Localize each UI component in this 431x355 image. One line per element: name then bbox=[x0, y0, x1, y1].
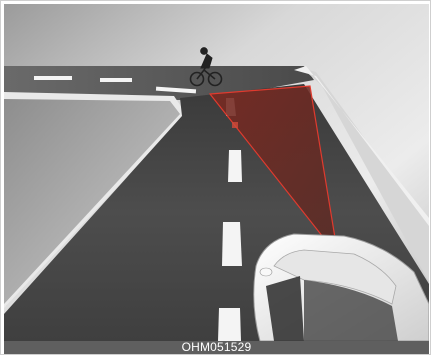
lane-dash bbox=[34, 76, 72, 80]
figure-caption-bar: OHM051529 bbox=[4, 341, 429, 354]
center-dash bbox=[228, 150, 242, 182]
center-dash bbox=[218, 308, 241, 341]
center-dash bbox=[222, 222, 242, 266]
road-scene-illustration bbox=[4, 4, 429, 341]
detection-marker bbox=[232, 122, 238, 128]
lane-dash bbox=[100, 78, 132, 82]
figure-code: OHM051529 bbox=[182, 341, 252, 354]
